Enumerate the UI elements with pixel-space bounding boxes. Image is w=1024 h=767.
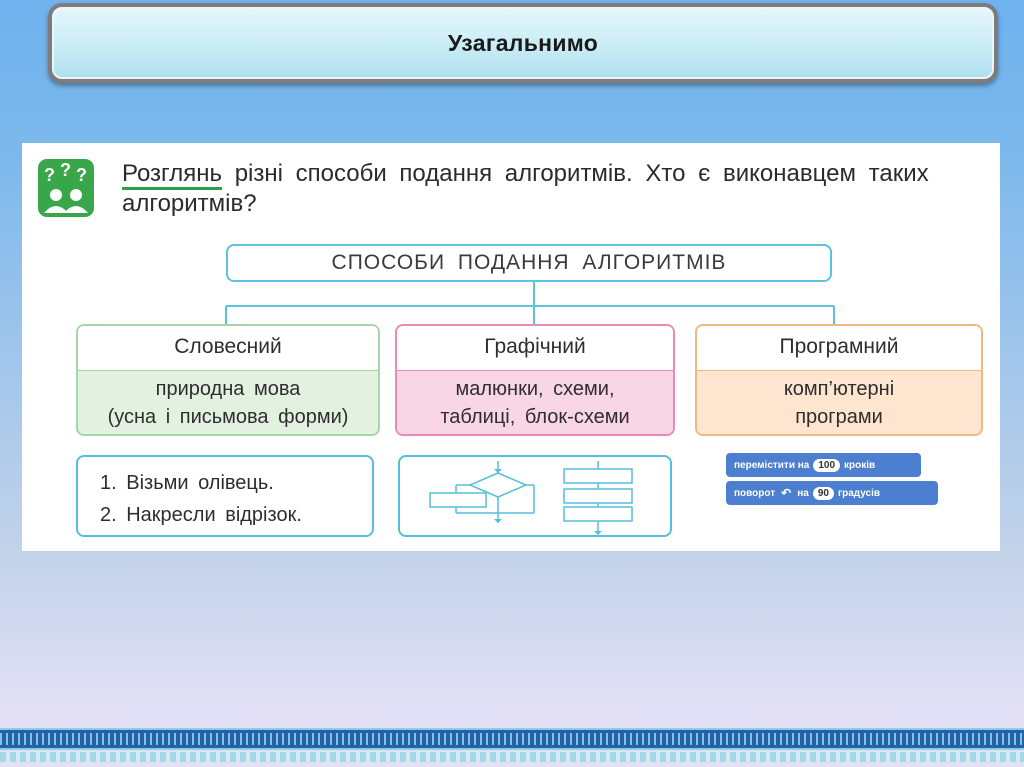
program-block-turn-text3: градусів xyxy=(837,487,881,499)
verbal-example-item: 1. Візьми олівець. xyxy=(100,472,274,494)
program-block-turn: поворот ↶ на 90 градусів xyxy=(726,481,938,505)
ornament-wave xyxy=(0,752,1024,762)
diagram-connectors xyxy=(225,282,835,324)
card-verbal: Словесний природна мова (усна і письмова… xyxy=(76,324,380,436)
task-highlight-word: Розглянь xyxy=(122,160,223,190)
flow-rect-1 xyxy=(563,468,633,484)
card-graphic: Графічний малюнки, схеми, таблиці, блок-… xyxy=(395,324,675,436)
verbal-example-list: 1. Візьми олівець. 2. Накресли відрізок. xyxy=(100,467,302,531)
card-graphic-line1: малюнки, схеми, xyxy=(455,377,615,400)
flowchart-sketch xyxy=(429,461,633,535)
card-verbal-line2: (усна і письмова форми) xyxy=(107,405,349,428)
ornament-pattern xyxy=(0,733,1024,745)
card-verbal-head: Словесний xyxy=(78,326,378,368)
program-block-move-value: 100 xyxy=(813,458,841,472)
program-block-turn-text1: поворот xyxy=(734,487,776,499)
flow-rect-3 xyxy=(563,506,633,522)
card-program-body: комп’ютерні програми xyxy=(697,370,981,434)
flow-rect-2 xyxy=(563,488,633,504)
program-block-turn-text2: на xyxy=(797,487,809,499)
slide-title: Узагальнимо xyxy=(447,29,599,56)
card-graphic-head: Графічний xyxy=(397,326,673,368)
main-category-box: СПОСОБИ ПОДАННЯ АЛГОРИТМІВ xyxy=(226,244,832,282)
ornament-border xyxy=(0,728,1024,750)
svg-text:?: ? xyxy=(60,160,71,180)
verbal-example-item: 2. Накресли відрізок. xyxy=(100,504,302,526)
program-block-turn-value: 90 xyxy=(812,486,834,500)
program-block-move-text2: кроків xyxy=(844,459,876,471)
flow-left-rect xyxy=(429,492,487,508)
task-question-text: різні способи подання алгоритмів. Хто є … xyxy=(122,160,929,217)
card-program-line2: програми xyxy=(795,405,883,428)
card-program-head: Програмний xyxy=(697,326,981,368)
task-question: Розглянь різні способи подання алгоритмі… xyxy=(122,159,952,219)
content-panel: ? ? ? Розглянь різні способи подання алг… xyxy=(22,143,1000,551)
slide-title-bar: Узагальнимо xyxy=(48,3,998,83)
card-program-line1: комп’ютерні xyxy=(783,377,895,400)
card-graphic-line2: таблиці, блок-схеми xyxy=(440,405,630,428)
card-verbal-body: природна мова (усна і письмова форми) xyxy=(78,370,378,434)
rotate-left-icon: ↶ xyxy=(781,486,792,500)
card-graphic-body: малюнки, схеми, таблиці, блок-схеми xyxy=(397,370,673,434)
graphic-example-box xyxy=(398,455,672,537)
card-program: Програмний комп’ютерні програми xyxy=(695,324,983,436)
program-block-move-text1: перемістити на xyxy=(734,459,810,471)
program-block-move: перемістити на 100 кроків xyxy=(726,453,921,477)
verbal-example-box: 1. Візьми олівець. 2. Накресли відрізок. xyxy=(76,455,374,537)
svg-text:?: ? xyxy=(44,165,55,185)
thinking-children-icon: ? ? ? xyxy=(38,159,94,217)
svg-text:?: ? xyxy=(76,165,87,185)
card-verbal-line1: природна мова xyxy=(155,377,301,400)
